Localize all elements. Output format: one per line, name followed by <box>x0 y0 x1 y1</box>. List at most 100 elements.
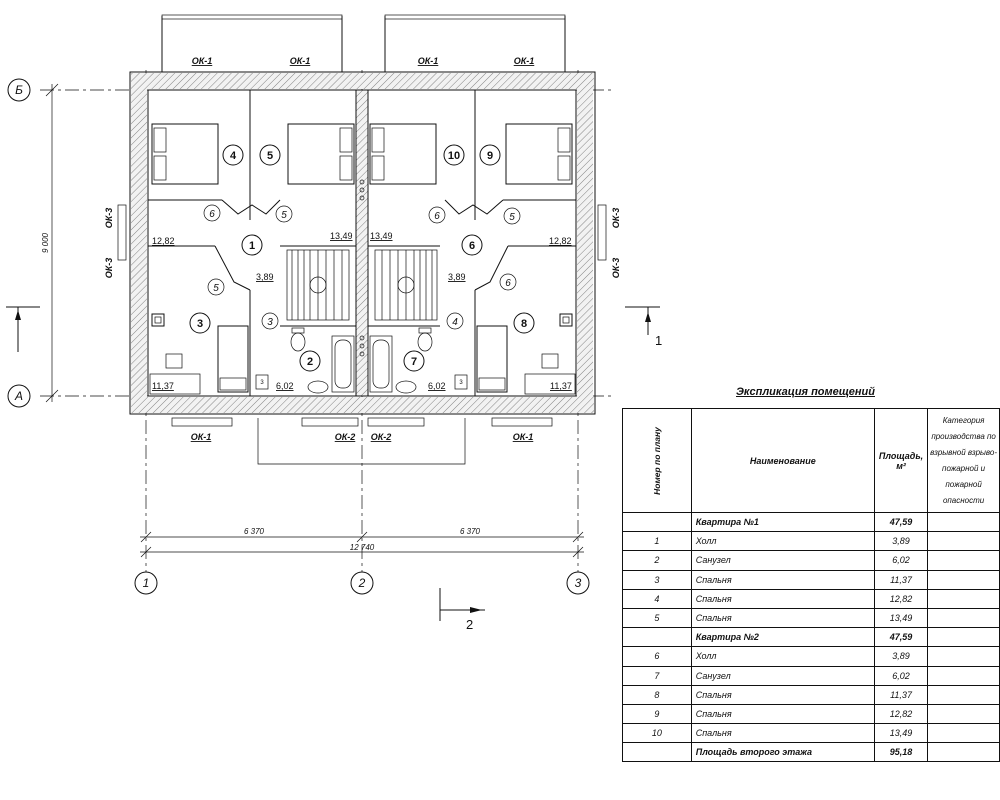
row-category <box>927 723 1000 744</box>
svg-text:6: 6 <box>505 278 511 289</box>
svg-text:ОК-2: ОК-2 <box>371 432 392 442</box>
svg-text:13,49: 13,49 <box>330 231 353 241</box>
svg-text:3: 3 <box>260 380 264 386</box>
svg-text:Б: Б <box>15 83 23 97</box>
room-number-7: 7 <box>403 350 425 372</box>
row-number: 5 <box>622 607 692 629</box>
svg-text:6 370: 6 370 <box>460 527 481 536</box>
svg-text:3: 3 <box>197 318 203 330</box>
vent-ducts <box>359 179 365 357</box>
row-number <box>622 742 692 763</box>
row-name: Санузел <box>690 665 875 686</box>
row-category <box>927 742 1000 763</box>
svg-text:5: 5 <box>267 150 273 162</box>
room-number-1: 1 <box>241 234 263 256</box>
row-number <box>622 627 692 648</box>
svg-text:ОК-1: ОК-1 <box>290 56 311 66</box>
staircase-right <box>374 249 438 321</box>
row-number: 3 <box>622 569 692 590</box>
section-mark-1-left <box>6 306 40 352</box>
area-labels: 12,82 13,49 13,49 12,82 3,89 3,89 11,37 … <box>152 231 572 391</box>
row-name: Спальня <box>690 588 875 609</box>
room-number-4: 4 <box>222 144 244 166</box>
room-number-10: 10 <box>443 144 465 166</box>
bathroom-fixtures-left <box>255 327 355 394</box>
row-number: 1 <box>622 531 692 552</box>
row-name: Спальня <box>690 703 875 725</box>
row-number: 10 <box>622 723 692 744</box>
axis-bubble-2: 2 <box>350 571 374 595</box>
balcony-right <box>384 14 566 72</box>
bed-room-10 <box>369 123 437 185</box>
row-number <box>622 511 692 533</box>
row-category <box>927 550 1000 571</box>
row-name: Спальня <box>690 723 875 744</box>
row-name: Площадь второго этажа <box>690 742 875 763</box>
room-number-8: 8 <box>513 312 535 334</box>
row-name: Спальня <box>690 684 875 705</box>
svg-text:3: 3 <box>459 380 463 386</box>
svg-text:7: 7 <box>411 356 417 368</box>
svg-text:ОК-1: ОК-1 <box>191 432 212 442</box>
row-area: 47,59 <box>873 627 929 648</box>
svg-text:10: 10 <box>448 150 460 162</box>
door-markers: 6 5 5 3 6 5 6 4 <box>203 204 521 330</box>
svg-text:4: 4 <box>452 317 458 328</box>
party-wall <box>355 89 369 397</box>
svg-text:3: 3 <box>575 576 582 590</box>
row-category <box>927 627 1000 648</box>
svg-text:9 000: 9 000 <box>41 232 50 253</box>
row-category <box>927 684 1000 705</box>
dimension-lines-bottom: 6 370 6 370 12 740 <box>140 527 584 558</box>
row-category <box>927 588 1000 609</box>
row-category <box>927 665 1000 686</box>
row-number: 6 <box>622 646 692 667</box>
row-number: 4 <box>622 588 692 609</box>
windows <box>117 204 607 427</box>
section-mark-2: 2 <box>439 588 485 632</box>
svg-text:6 370: 6 370 <box>244 527 265 536</box>
svg-text:ОК-1: ОК-1 <box>418 56 439 66</box>
axis-bubble-1: 1 <box>134 571 158 595</box>
room-number-9: 9 <box>479 144 501 166</box>
row-category <box>927 569 1000 590</box>
svg-text:3: 3 <box>267 317 273 328</box>
svg-text:ОК-2: ОК-2 <box>335 432 356 442</box>
svg-text:12,82: 12,82 <box>549 236 572 246</box>
row-name: Спальня <box>690 569 875 590</box>
desk-room-3 <box>149 313 201 395</box>
svg-text:6: 6 <box>209 209 215 220</box>
bed-room-8 <box>476 325 508 393</box>
svg-text:1: 1 <box>655 333 662 348</box>
axis-lines <box>40 70 615 572</box>
header-name: Наименование <box>690 408 875 513</box>
staircase-left <box>286 249 350 321</box>
svg-text:9: 9 <box>487 150 493 162</box>
svg-text:5: 5 <box>509 212 515 223</box>
svg-text:3,89: 3,89 <box>256 272 274 282</box>
row-area: 3,89 <box>873 531 929 552</box>
svg-text:ОК-3: ОК-3 <box>611 208 621 229</box>
svg-text:12,82: 12,82 <box>152 236 175 246</box>
exterior-walls <box>129 71 596 415</box>
svg-text:ОК-3: ОК-3 <box>104 208 114 229</box>
svg-text:ОК-1: ОК-1 <box>513 432 534 442</box>
row-category <box>927 607 1000 629</box>
row-name: Холл <box>690 646 875 667</box>
svg-text:6: 6 <box>434 211 440 222</box>
svg-text:6: 6 <box>469 240 475 252</box>
svg-text:ОК-1: ОК-1 <box>514 56 535 66</box>
row-area: 13,49 <box>873 607 929 629</box>
axis-bubble-b: Б <box>7 78 31 102</box>
